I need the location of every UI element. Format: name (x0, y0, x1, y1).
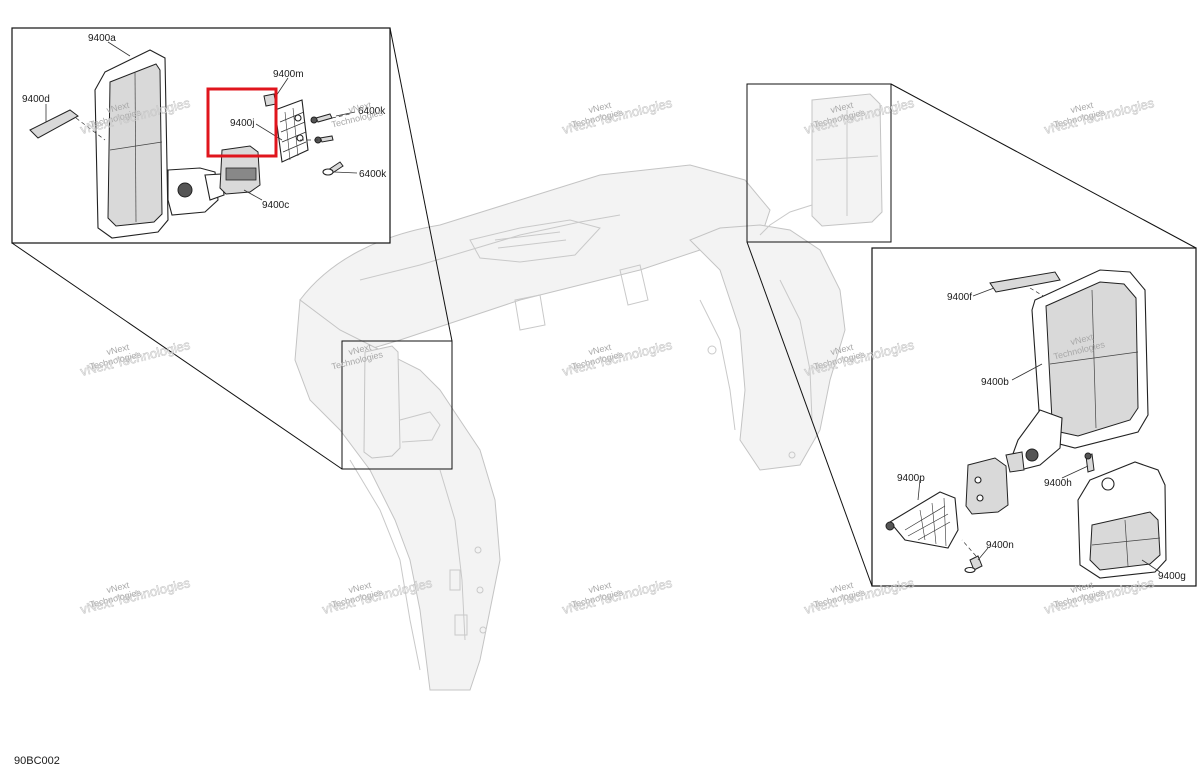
label-9400n[interactable]: 9400n (986, 540, 1014, 551)
svg-text:vNext Technologies: vNext Technologies (79, 575, 192, 617)
label-9400m[interactable]: 9400m (273, 69, 304, 80)
diagram-code: 90BC002 (14, 755, 60, 767)
label-6400k-upper[interactable]: 6400k (358, 106, 386, 117)
ghost-vehicle-body (294, 164, 846, 691)
watermark: vNext Technologies vNext Technologies (78, 337, 192, 379)
right-panel-parts (885, 269, 1167, 579)
right-panel-leaders (917, 287, 1161, 573)
label-9400p[interactable]: 9400p (897, 473, 925, 484)
svg-text:vNext Technologies: vNext Technologies (561, 337, 674, 379)
label-9400b[interactable]: 9400b (981, 377, 1009, 388)
svg-text:vNext Technologies: vNext Technologies (1043, 95, 1156, 137)
label-9400c[interactable]: 9400c (262, 200, 289, 211)
watermark: vNext Technologies vNext Technologies (560, 575, 674, 617)
left-panel-parts (29, 49, 351, 239)
label-9400g[interactable]: 9400g (1158, 571, 1186, 582)
zoom-box-left (341, 340, 453, 470)
projection-lines (11, 27, 1197, 587)
watermark: vNext Technologies vNext Technologies (1042, 95, 1156, 137)
left-panel-leaders (45, 41, 358, 201)
svg-text:vNext Technologies: vNext Technologies (561, 95, 674, 137)
zoom-box-right (746, 83, 892, 243)
label-9400j[interactable]: 9400j (230, 118, 254, 129)
label-9400f[interactable]: 9400f (947, 292, 972, 303)
label-9400d[interactable]: 9400d (22, 94, 50, 105)
watermark: vNext Technologies vNext Technologies (78, 575, 192, 617)
label-9400h[interactable]: 9400h (1044, 478, 1072, 489)
watermark: vNext Technologies vNext Technologies (560, 95, 674, 137)
svg-text:vNext Technologies: vNext Technologies (79, 337, 192, 379)
ghost-right-mirror (759, 93, 883, 236)
label-9400a[interactable]: 9400a (88, 33, 116, 44)
highlight-box (206, 87, 278, 158)
svg-text:vNext Technologies: vNext Technologies (803, 575, 916, 617)
label-6400k-lower[interactable]: 6400k (359, 169, 387, 180)
ghost-left-mirror (363, 345, 441, 459)
svg-text:vNext Technologies: vNext Technologies (561, 575, 674, 617)
watermark: vNext Technologies vNext Technologies (560, 337, 674, 379)
